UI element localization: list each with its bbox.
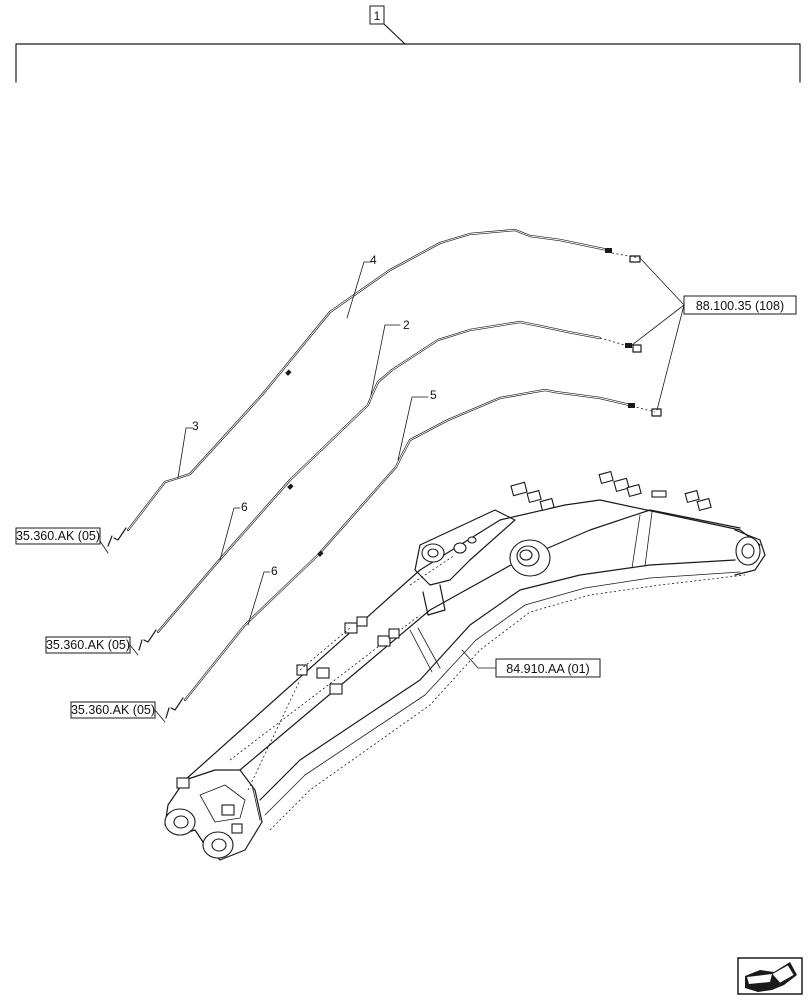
clamp-group-mid [296, 616, 400, 695]
callouts: 4 3 2 5 6 6 [177, 253, 437, 626]
clamp-group-foot [176, 777, 243, 834]
callout-3[interactable]: 3 [192, 419, 199, 433]
callout-6a[interactable]: 6 [241, 500, 248, 514]
svg-text:88.100.35 (108): 88.100.35 (108) [696, 299, 784, 313]
svg-text:84.910.AA (01): 84.910.AA (01) [506, 662, 589, 676]
assembly-item-box[interactable] [369, 5, 385, 25]
routing-guides [247, 252, 656, 791]
boom-arm [164, 499, 766, 861]
callout-6b[interactable]: 6 [271, 564, 278, 578]
clamp-group-top-right [510, 470, 712, 512]
callout-4[interactable]: 4 [370, 253, 377, 267]
assembly-bracket: 1 [15, 5, 801, 83]
callout-2[interactable]: 2 [403, 318, 410, 332]
svg-text:35.360.AK (05): 35.360.AK (05) [71, 703, 155, 717]
svg-text:35.360.AK (05): 35.360.AK (05) [46, 638, 130, 652]
reference-35-360-AK-c[interactable]: 35.360.AK (05) [70, 701, 166, 723]
assembly-item-number: 1 [374, 9, 381, 23]
next-page-arrow-icon[interactable] [737, 957, 803, 995]
pipe-4 [107, 228, 641, 547]
callout-5[interactable]: 5 [430, 388, 437, 402]
pipe-2 [138, 320, 642, 651]
svg-text:35.360.AK (05): 35.360.AK (05) [16, 529, 100, 543]
reference-35-360-AK-b[interactable]: 35.360.AK (05) [45, 636, 139, 656]
pipe-5 [165, 388, 662, 719]
reference-84-910-AA[interactable]: 84.910.AA (01) [461, 649, 601, 678]
reference-35-360-AK-a[interactable]: 35.360.AK (05) [15, 527, 109, 554]
reference-88-100-35[interactable]: 88.100.35 (108) [631, 257, 797, 411]
pipe-clamps [176, 470, 712, 834]
